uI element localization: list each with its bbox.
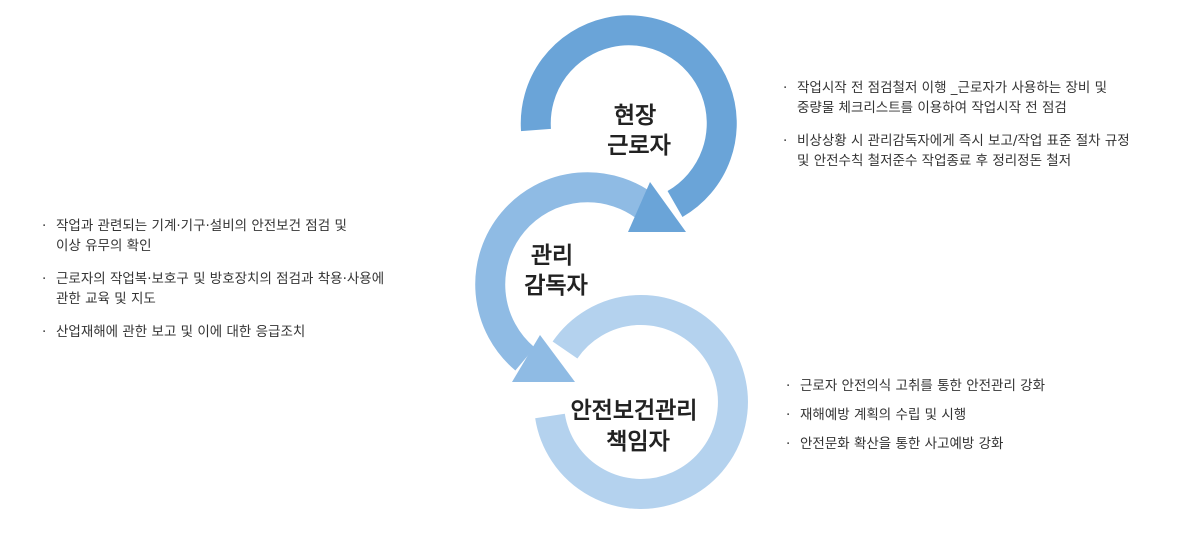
bullet-dot: ·: [42, 324, 47, 340]
list-item-line2: 및 안전수칙 철저준수 작업종료 후 정리정돈 철저: [797, 153, 1072, 169]
list-item-line1: 산업재해에 관한 보고 및 이에 대한 응급조치: [56, 324, 306, 340]
bullet-dot: ·: [786, 378, 791, 394]
node-worker-title: 현장 근로자: [607, 103, 670, 159]
node-manager-line1: 안전보건관리: [571, 398, 698, 424]
list-item-line1: 작업시작 전 점검철저 이행 _근로자가 사용하는 장비 및: [797, 80, 1108, 96]
supervisor-duties-list: · 작업과 관련되는 기계·기구·설비의 안전보건 점검 및 이상 유무의 확인…: [42, 216, 437, 355]
bullet-dot: ·: [786, 436, 791, 452]
node-worker-line2: 근로자: [607, 133, 670, 159]
ring-manager: [535, 294, 748, 509]
list-item-line1: 비상상황 시 관리감독자에게 즉시 보고/작업 표준 절차 규정: [797, 133, 1130, 149]
arrowhead-worker-to-supervisor: [628, 182, 686, 232]
ring-worker: [520, 15, 737, 232]
ring-supervisor-arc: [475, 172, 660, 371]
bullet-dot: ·: [42, 218, 47, 234]
node-manager-line2: 책임자: [606, 429, 669, 455]
arrowhead-supervisor-to-manager: [512, 335, 575, 382]
list-item-line1: 근로자의 작업복·보호구 및 방호장치의 점검과 착용·사용에: [56, 271, 385, 287]
node-supervisor-title: 관리 감독자: [524, 243, 587, 299]
bullet-dot: ·: [783, 80, 788, 96]
list-item: · 비상상황 시 관리감독자에게 즉시 보고/작업 표준 절차 규정 및 안전수…: [783, 131, 1173, 171]
node-worker-line1: 현장: [614, 103, 656, 129]
list-item-line1: 작업과 관련되는 기계·기구·설비의 안전보건 점검 및: [56, 218, 347, 234]
list-item-line1: 재해예방 계획의 수립 및 시행: [800, 407, 967, 423]
worker-duties-list: · 작업시작 전 점검철저 이행 _근로자가 사용하는 장비 및 중량물 체크리…: [783, 78, 1173, 184]
bullet-dot: ·: [783, 133, 788, 149]
node-supervisor-line2: 감독자: [524, 273, 587, 299]
list-item-line2: 중량물 체크리스트를 이용하여 작업시작 전 점검: [797, 100, 1067, 116]
list-item: · 근로자 안전의식 고취를 통한 안전관리 강화: [786, 376, 1116, 396]
node-manager-title: 안전보건관리 책임자: [571, 398, 706, 455]
list-item-line1: 안전문화 확산을 통한 사고예방 강화: [800, 436, 1004, 452]
list-item: · 작업시작 전 점검철저 이행 _근로자가 사용하는 장비 및 중량물 체크리…: [783, 78, 1173, 118]
list-item: · 산업재해에 관한 보고 및 이에 대한 응급조치: [42, 322, 437, 342]
list-item-line2: 이상 유무의 확인: [56, 238, 152, 254]
list-item: · 재해예방 계획의 수립 및 시행: [786, 405, 1116, 425]
ring-manager-arc: [535, 294, 748, 509]
list-item: · 작업과 관련되는 기계·기구·설비의 안전보건 점검 및 이상 유무의 확인: [42, 216, 437, 256]
bullet-dot: ·: [786, 407, 791, 423]
ring-worker-arc: [520, 15, 737, 217]
list-item: · 안전문화 확산을 통한 사고예방 강화: [786, 434, 1116, 454]
list-item-line1: 근로자 안전의식 고취를 통한 안전관리 강화: [800, 378, 1046, 394]
node-supervisor-line1: 관리: [531, 243, 573, 269]
ring-supervisor: [475, 172, 660, 382]
list-item: · 근로자의 작업복·보호구 및 방호장치의 점검과 착용·사용에 관한 교육 …: [42, 269, 437, 309]
manager-duties-list: · 근로자 안전의식 고취를 통한 안전관리 강화 · 재해예방 계획의 수립 …: [786, 376, 1116, 463]
list-item-line2: 관한 교육 및 지도: [56, 291, 156, 307]
bullet-dot: ·: [42, 271, 47, 287]
